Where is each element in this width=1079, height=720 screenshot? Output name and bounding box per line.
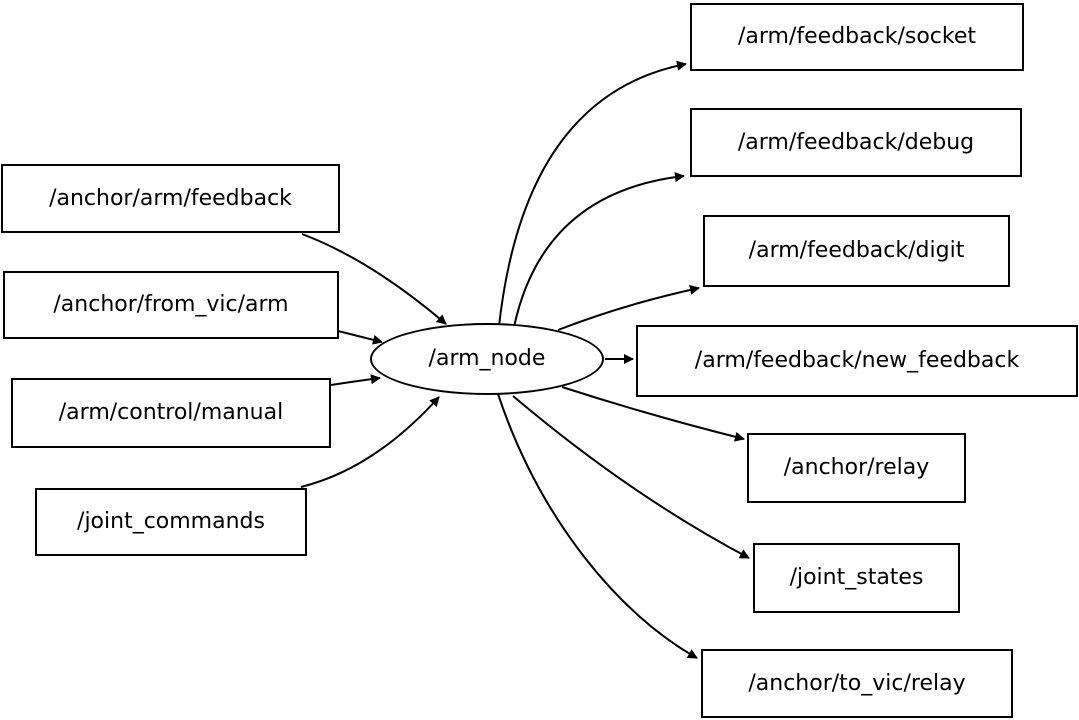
node-label: /anchor/relay [783, 455, 930, 480]
edge-arm-node-to-joint-states [512, 395, 750, 559]
node-label: /joint_states [789, 565, 924, 590]
node-joint-states: /joint_states [753, 543, 960, 613]
node-anchor-to-vic-relay: /anchor/to_vic/relay [701, 649, 1013, 718]
node-label: /arm/feedback/new_feedback [694, 348, 1020, 373]
edge-anchor-from-vic-arm-to-arm-node [337, 330, 383, 345]
node-anchor-arm-feedback: /anchor/arm/feedback [1, 164, 340, 233]
node-label: /arm/feedback/debug [737, 129, 975, 155]
node-label: /arm/feedback/socket [737, 24, 976, 49]
node-arm-feedback-new-feedback: /arm/feedback/new_feedback [636, 325, 1078, 397]
node-arm-feedback-digit: /arm/feedback/digit [703, 215, 1010, 287]
edge-arm-control-manual-to-arm-node [330, 374, 381, 386]
node-label: /joint_commands [77, 509, 265, 534]
node-anchor-relay: /anchor/relay [747, 433, 966, 503]
node-arm-feedback-socket: /arm/feedback/socket [690, 3, 1024, 71]
edge-joint-commands-to-arm-node [300, 396, 440, 488]
node-label: /anchor/from_vic/arm [53, 292, 289, 317]
node-arm-feedback-debug: /arm/feedback/debug [690, 108, 1022, 177]
edge-arm-node-to-anchor-relay [561, 386, 745, 442]
edge-arm-node-to-anchor-to-vic-relay [497, 393, 698, 659]
node-label: /anchor/arm/feedback [49, 185, 292, 211]
node-label: /anchor/to_vic/relay [748, 670, 966, 696]
edge-arm-node-to-arm-feedback-socket [498, 60, 687, 327]
node-label: /arm_node [428, 346, 546, 371]
edge-anchor-arm-feedback-to-arm-node [301, 233, 447, 325]
edge-arm-node-to-arm-feedback-digit [557, 285, 700, 331]
node-joint-commands: /joint_commands [35, 488, 307, 556]
node-arm-control-manual: /arm/control/manual [11, 378, 331, 448]
node-arm-node: /arm_node [370, 323, 604, 395]
node-label: /arm/control/manual [58, 400, 284, 425]
edge-arm-node-to-arm-feedback-debug [513, 172, 685, 328]
node-anchor-from-vic-arm: /anchor/from_vic/arm [3, 271, 339, 339]
node-label: /arm/feedback/digit [748, 238, 965, 263]
